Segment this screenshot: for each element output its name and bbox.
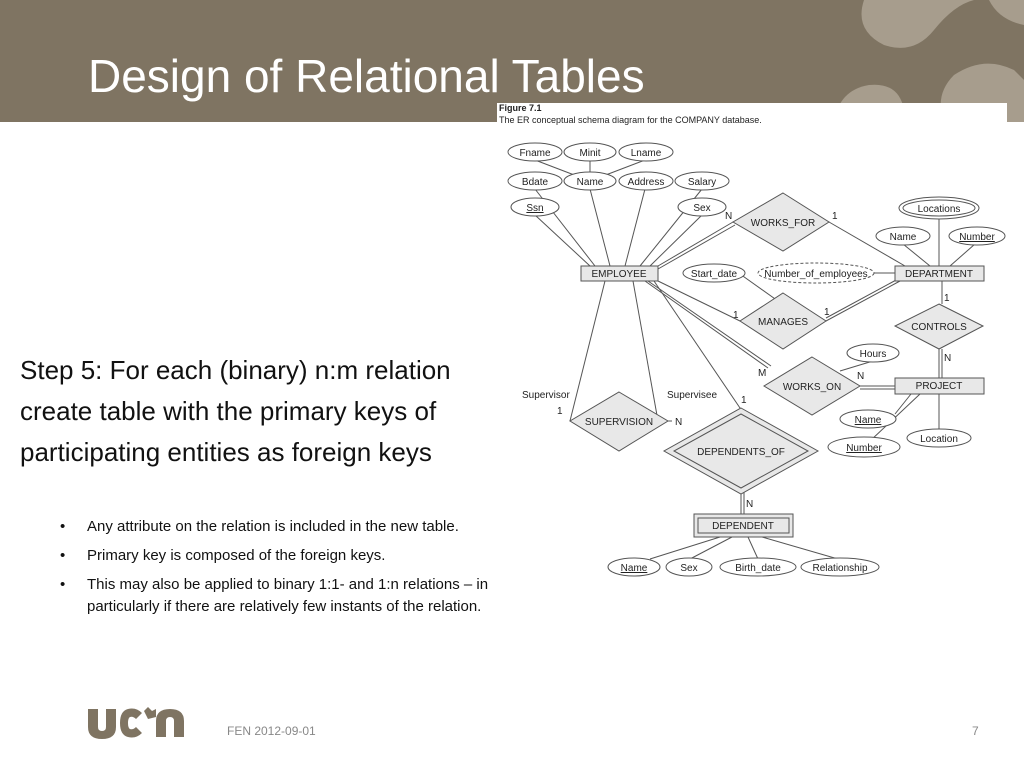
attribute-relationship: Relationship [800,557,880,577]
bullet-item: Any attribute on the relation is include… [60,516,505,538]
role-supervisor: Supervisor [522,390,570,401]
svg-text:Sex: Sex [680,563,697,574]
svg-text:Name: Name [621,563,648,574]
cardinality-works-on-employee: M [758,368,766,379]
svg-text:Salary: Salary [688,177,716,188]
cardinality-works-for-department: 1 [832,211,838,222]
step-heading: Step 5: For each (binary) n:m relation c… [20,355,451,467]
svg-text:Sex: Sex [693,203,710,214]
svg-text:CONTROLS: CONTROLS [911,322,967,333]
svg-text:Bdate: Bdate [522,177,549,188]
cardinality-controls-project: N [944,353,951,364]
svg-text:DEPENDENTS_OF: DEPENDENTS_OF [697,447,785,458]
attribute-fname: Fname [507,142,563,162]
attribute-hours: Hours [846,343,900,363]
svg-text:WORKS_ON: WORKS_ON [783,382,841,393]
svg-text:Birth_date: Birth_date [735,563,781,574]
attribute-birth-date: Birth_date [719,557,797,577]
figure-description: The ER conceptual schema diagram for the… [499,115,762,125]
attribute-employee-sex: Sex [677,197,727,217]
cardinality-supervisor: 1 [557,406,563,417]
attribute-locations: Locations [898,196,980,220]
svg-text:PROJECT: PROJECT [916,381,963,392]
svg-text:Lname: Lname [631,148,662,159]
svg-text:SUPERVISION: SUPERVISION [585,417,653,428]
attribute-project-number: Number [827,436,901,458]
cardinality-supervisee: N [675,417,682,428]
attribute-address: Address [618,171,674,191]
entity-department: DEPARTMENT [894,265,985,282]
svg-text:Location: Location [920,434,958,445]
header-band: Design of Relational Tables [0,0,1024,122]
entity-project: PROJECT [894,377,985,395]
entity-dependent: DEPENDENT [693,513,794,538]
svg-text:Name: Name [855,415,882,426]
svg-text:Hours: Hours [860,349,887,360]
bullet-item: Primary key is composed of the foreign k… [60,545,505,567]
svg-text:Name: Name [890,232,917,243]
entity-employee: EMPLOYEE [580,265,659,282]
relationship-controls: CONTROLS [893,303,985,350]
svg-text:Relationship: Relationship [812,563,867,574]
page-number: 7 [972,724,979,738]
relationship-works-on: WORKS_ON [763,356,861,416]
attribute-lname: Lname [618,142,674,162]
attribute-department-number: Number [948,226,1006,246]
svg-text:Number_of_employees: Number_of_employees [764,269,867,280]
attribute-start-date: Start_date [682,263,746,283]
attribute-department-name: Name [875,226,931,246]
relationship-supervision: SUPERVISION [569,391,669,452]
attribute-dependent-sex: Sex [665,557,713,577]
svg-text:Locations: Locations [918,204,961,215]
svg-text:Start_date: Start_date [691,269,738,280]
attribute-project-location: Location [906,428,972,448]
relationship-dependents-of: DEPENDENTS_OF [662,407,820,495]
svg-text:WORKS_FOR: WORKS_FOR [751,218,815,229]
footer-date: FEN 2012-09-01 [227,724,316,738]
slide-title: Design of Relational Tables [88,50,645,102]
cardinality-dependents-of-dependent: N [746,499,753,510]
svg-text:Number: Number [846,443,882,454]
cardinality-works-for-employee: N [725,211,732,222]
figure-caption: Figure 7.1 The ER conceptual schema diag… [497,103,1007,127]
svg-text:EMPLOYEE: EMPLOYEE [591,269,646,280]
cardinality-controls-department: 1 [944,293,950,304]
svg-text:Fname: Fname [519,148,551,159]
attribute-number-of-employees: Number_of_employees [757,262,875,284]
cardinality-manages-employee: 1 [733,310,739,321]
relationship-works-for: WORKS_FOR [732,192,830,252]
cardinality-works-on-project: N [857,371,864,382]
attribute-ssn: Ssn [510,197,560,217]
attribute-bdate: Bdate [507,171,563,191]
cardinality-dependents-of-employee: 1 [741,395,747,406]
svg-text:DEPENDENT: DEPENDENT [712,521,774,532]
svg-text:DEPARTMENT: DEPARTMENT [905,269,973,280]
attribute-dependent-name: Name [607,557,661,577]
attribute-project-name: Name [839,409,897,429]
cardinality-manages-department: 1 [824,307,830,318]
svg-text:Minit: Minit [579,148,600,159]
svg-text:Ssn: Ssn [526,203,543,214]
attribute-minit: Minit [563,142,617,162]
svg-text:Address: Address [628,177,665,188]
svg-text:MANAGES: MANAGES [758,317,808,328]
bullet-item: This may also be applied to binary 1:1- … [60,574,505,618]
role-supervisee: Supervisee [667,390,717,401]
attribute-salary: Salary [674,171,730,191]
attribute-employee-name: Name [563,171,617,191]
figure-label: Figure 7.1 [499,103,542,113]
svg-text:Number: Number [959,232,995,243]
relationship-manages: MANAGES [739,292,827,350]
bullet-list: Any attribute on the relation is include… [60,516,505,625]
svg-text:Name: Name [577,177,604,188]
ucn-logo [88,707,184,739]
